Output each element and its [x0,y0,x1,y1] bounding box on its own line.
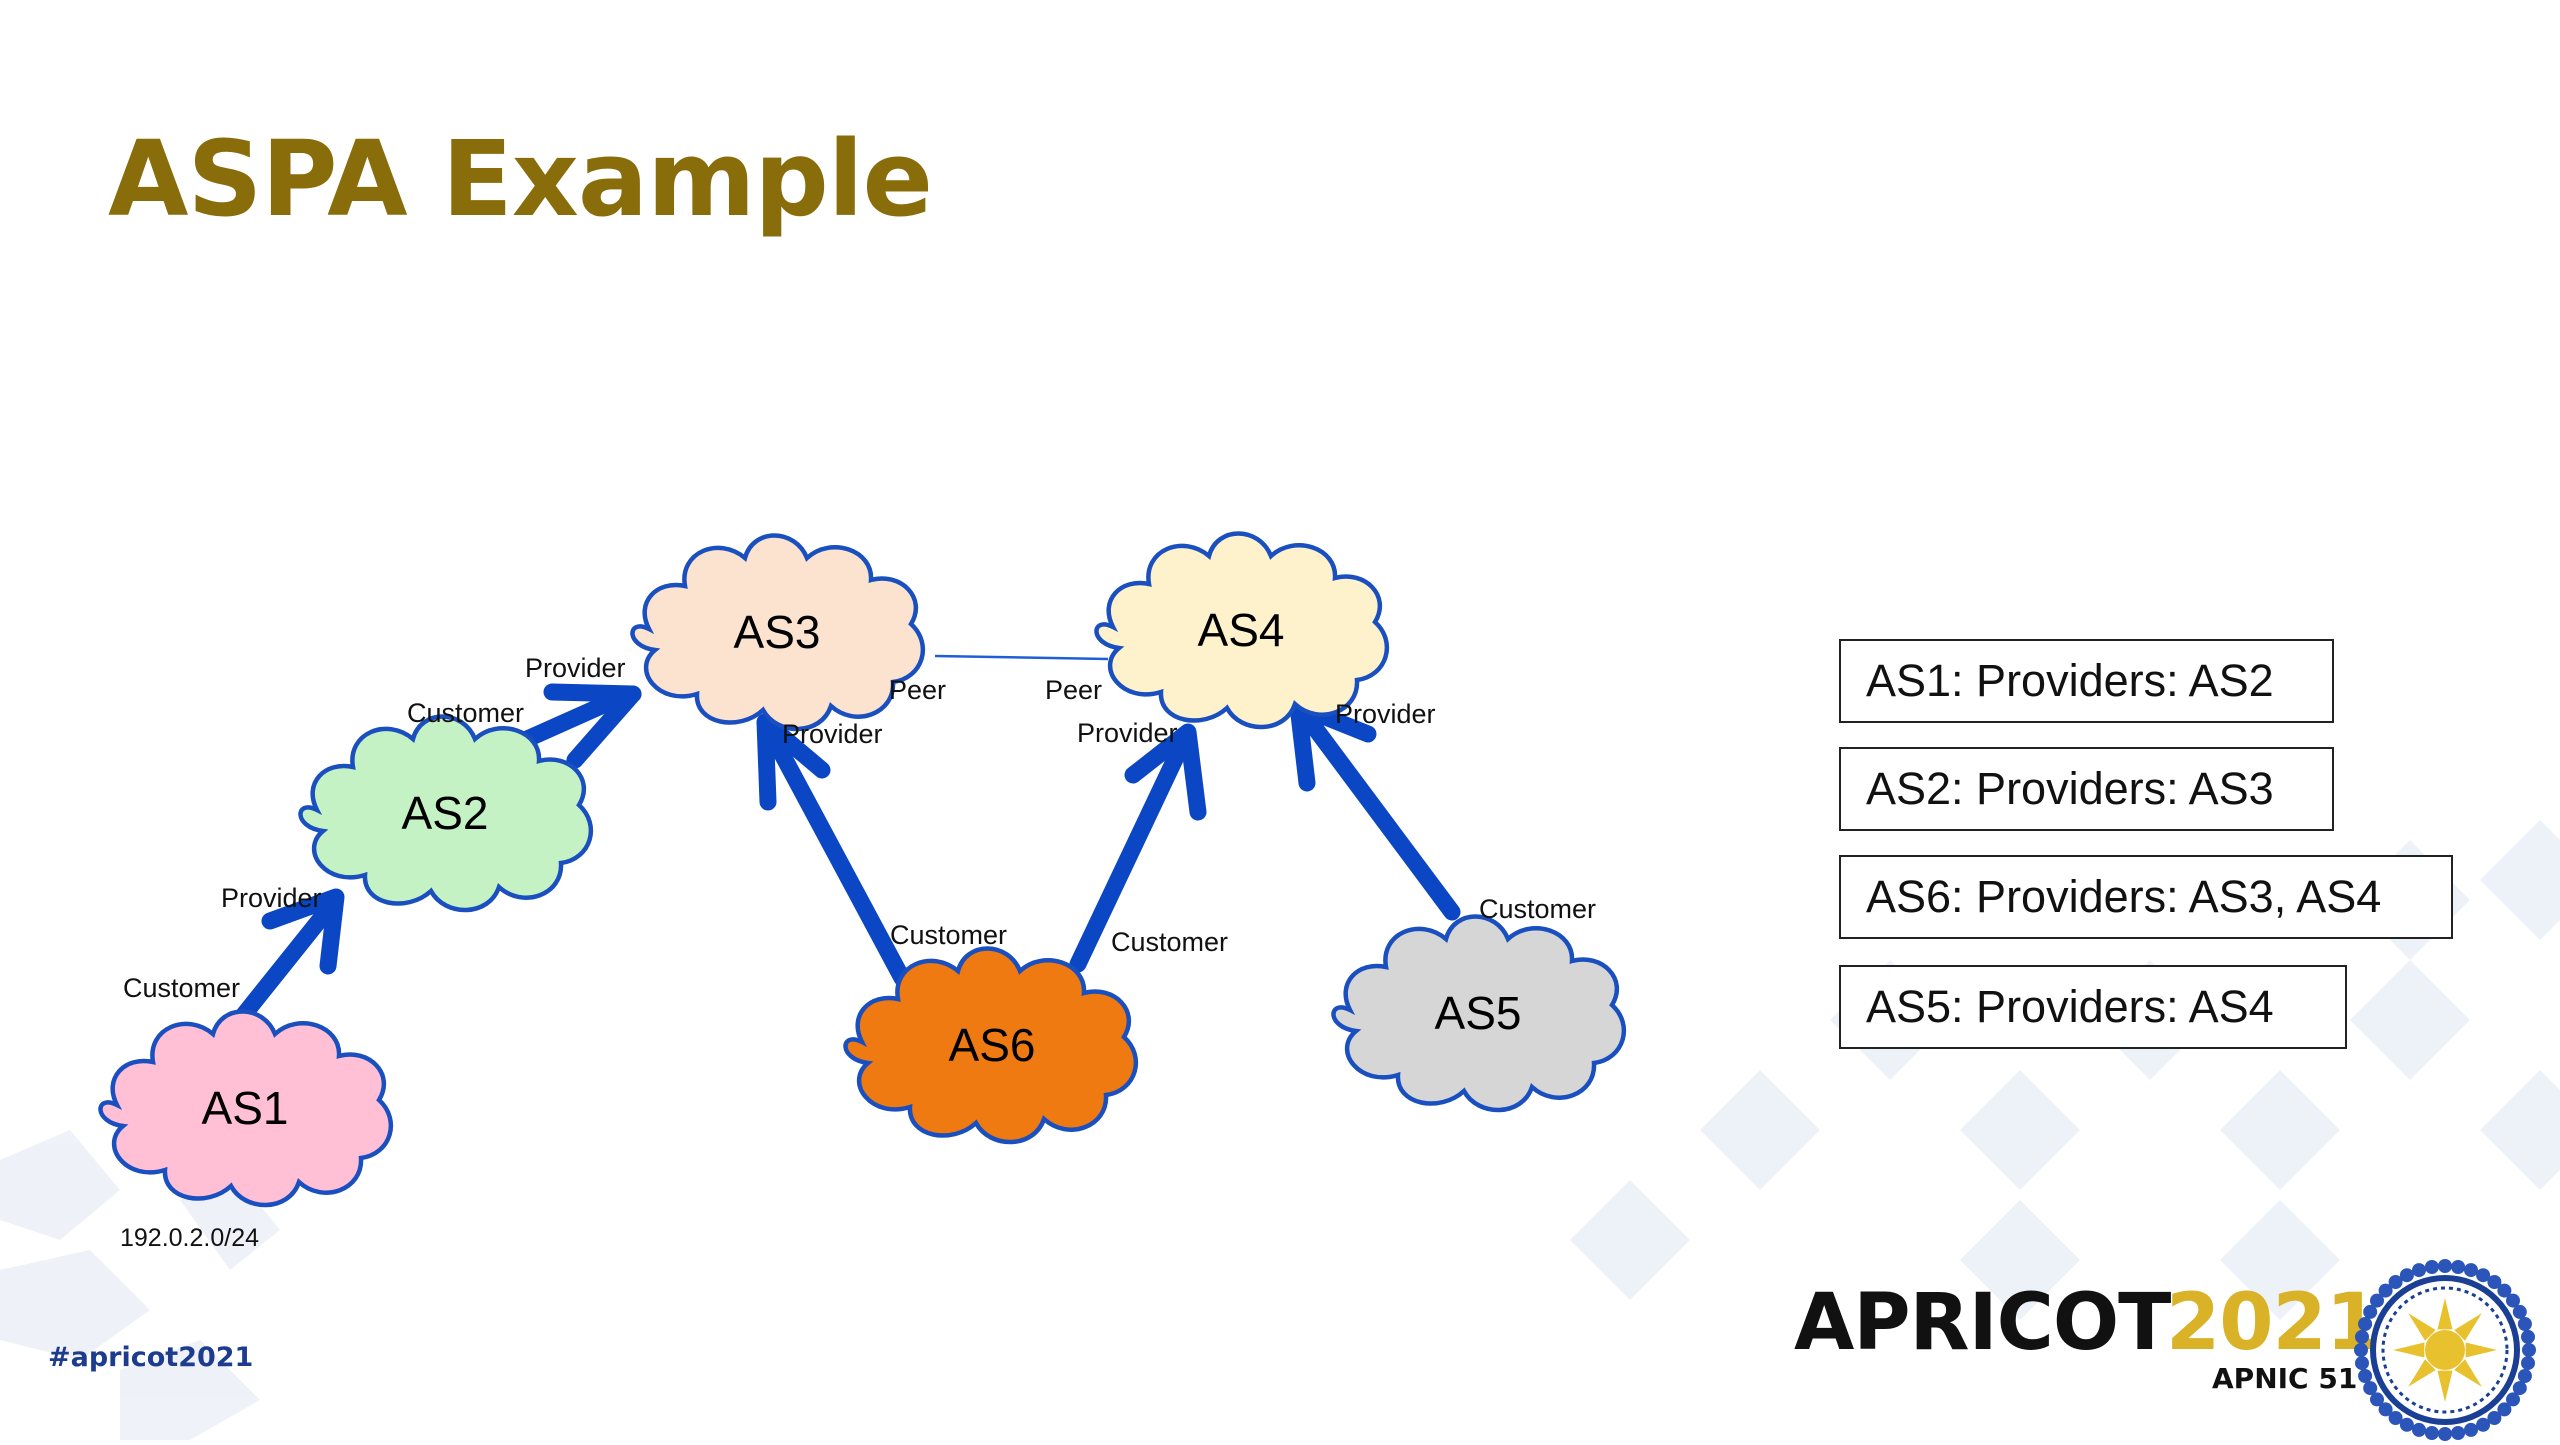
prefix-label: 192.0.2.0/24 [120,1224,259,1252]
cloud-as4: AS4 [1096,534,1386,728]
aspa-record-as2: AS2: Providers: AS3 [1839,747,2334,831]
node-label-as3: AS3 [734,606,821,658]
cloud-as2: AS2 [300,717,590,911]
cloud-as3: AS3 [632,536,922,730]
label-as3-peer: Peer [889,675,946,705]
aspa-record-as5: AS5: Providers: AS4 [1839,965,2347,1049]
node-label-as2: AS2 [402,787,489,839]
event-hashtag: #apricot2021 [48,1342,254,1373]
arrow-as5-to-as4 [1289,697,1461,921]
aspa-record-as6: AS6: Providers: AS3, AS4 [1839,855,2453,939]
slide-title: ASPA Example [108,118,933,240]
peer-link [934,654,1109,661]
label-as2-provider: Provider [221,883,322,913]
cloud-as5: AS5 [1333,917,1623,1111]
arrow-as6-to-as3 [756,713,911,987]
label-as5-customer: Customer [1479,894,1596,924]
node-label-as1: AS1 [202,1082,289,1134]
brand-year: 2021 [2166,1278,2380,1368]
arrow-as1-to-as2 [229,888,345,1031]
cloud-as1: AS1 [100,1012,390,1206]
label-as6-customer-right: Customer [1111,927,1228,957]
node-label-as6: AS6 [949,1019,1036,1071]
brand-subtitle: APNIC 51 [2212,1362,2358,1395]
label-as4-provider-right: Provider [1335,699,1436,729]
node-label-as5: AS5 [1435,987,1522,1039]
label-as1-customer: Customer [123,973,240,1003]
label-as2-customer: Customer [407,698,524,728]
brand-name: APRICOT [1794,1278,2171,1368]
cloud-as6: AS6 [845,949,1135,1143]
label-as3-provider-left: Provider [525,653,626,683]
arrow-as6-to-as4 [1069,723,1207,973]
label-as6-customer-left: Customer [890,920,1007,950]
label-as3-provider-bottom: Provider [782,719,883,749]
aspa-record-as1: AS1: Providers: AS2 [1839,639,2334,723]
label-as4-provider-left: Provider [1077,718,1178,748]
label-as4-peer: Peer [1045,675,1102,705]
node-label-as4: AS4 [1198,604,1285,656]
apricot-sun-logo-icon [2354,1259,2536,1441]
